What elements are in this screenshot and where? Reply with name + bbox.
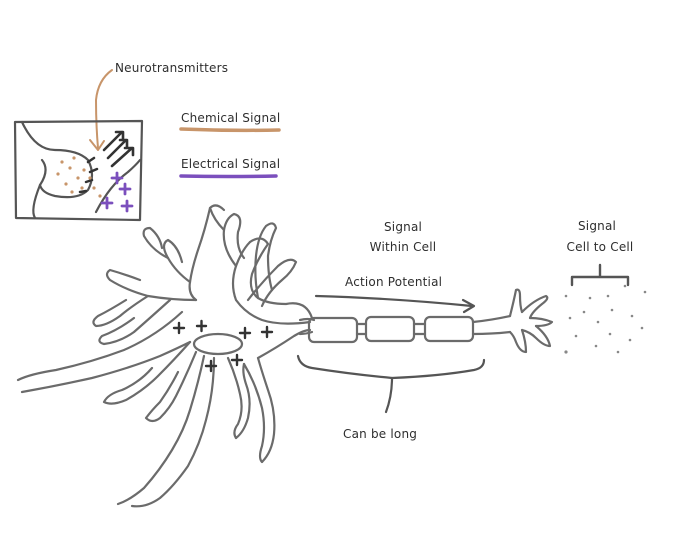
brace-stem xyxy=(384,376,394,414)
chemical-signal-swatch xyxy=(179,127,281,133)
synapse-inset xyxy=(13,119,144,222)
signal-within-cell-line2: Within Cell xyxy=(369,240,437,254)
electrical-signal-label: Electrical Signal xyxy=(181,157,281,171)
neurotransmitters-pointer-head xyxy=(89,139,105,151)
neurotransmitter-dots xyxy=(56,156,102,198)
can-be-long-label: Can be long xyxy=(343,427,418,441)
ion-pluses xyxy=(100,171,134,213)
action-potential-arrowhead xyxy=(461,298,476,314)
neurotransmitters-pointer xyxy=(95,69,113,149)
chemical-signal-label: Chemical Signal xyxy=(181,111,281,125)
neurotransmitters-label: Neurotransmitters xyxy=(115,61,229,75)
signal-dots xyxy=(564,284,647,354)
signal-cell-to-cell-line2: Cell to Cell xyxy=(566,240,634,254)
axon xyxy=(298,288,554,354)
soma-pluses xyxy=(172,319,274,373)
electrical-signal-swatch xyxy=(179,174,278,179)
action-potential-arrow xyxy=(314,294,474,308)
axon-length-brace xyxy=(296,354,486,380)
signal-cell-to-cell-line1: Signal xyxy=(577,219,617,233)
signal-within-cell-line1: Signal xyxy=(383,220,423,234)
neuron-dendrites xyxy=(16,204,314,508)
action-potential-label: Action Potential xyxy=(345,275,443,289)
cell-to-cell-bracket xyxy=(570,263,630,287)
nucleus xyxy=(192,332,244,356)
